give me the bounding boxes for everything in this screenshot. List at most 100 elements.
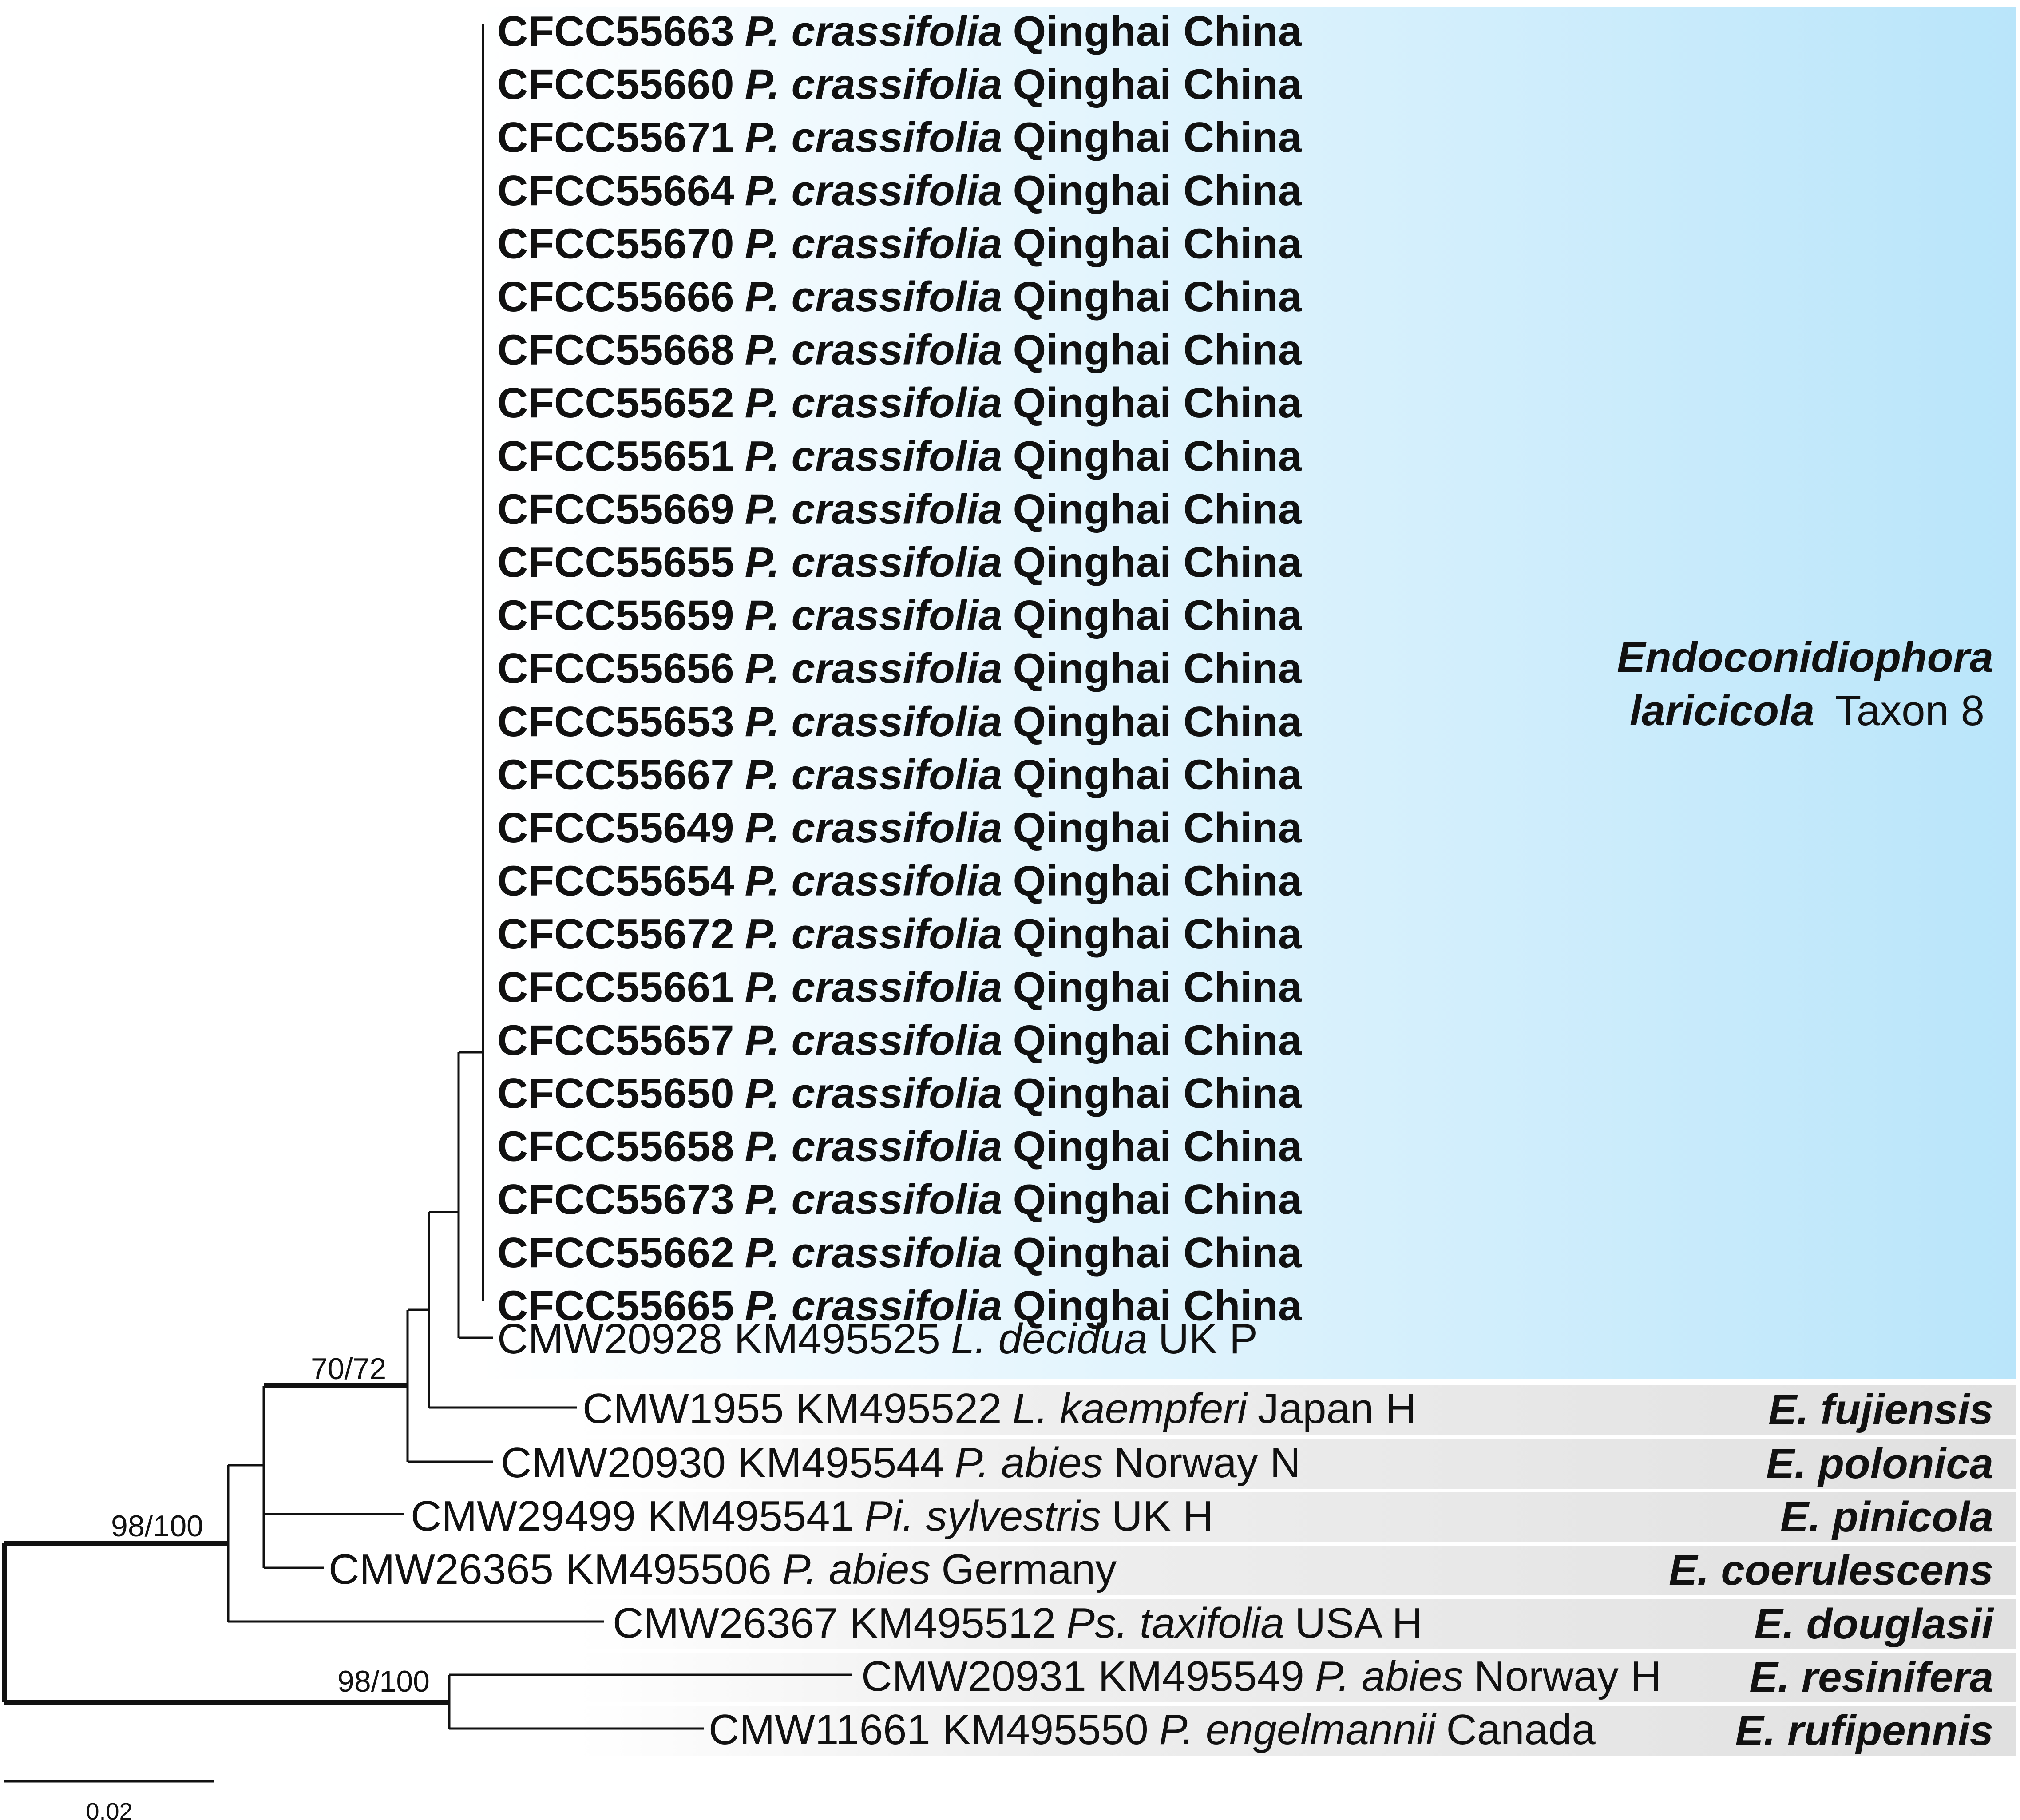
host-name: P. crassifolia (745, 61, 1002, 108)
host-name: P. crassifolia (745, 1123, 1002, 1170)
species-name: E. fujiensis (1768, 1386, 1993, 1433)
host-name: P. crassifolia (745, 804, 1002, 852)
location: Qinghai China (1013, 592, 1302, 639)
species-name: E. resinifera (1749, 1653, 1993, 1701)
clade-label-epithet: laricicola (1630, 687, 1814, 734)
location: Qinghai China (1013, 8, 1302, 55)
location: Qinghai China (1013, 751, 1302, 798)
location: Qinghai China (1013, 698, 1302, 745)
species-name: E. douglasii (1754, 1600, 1994, 1648)
species-band (577, 1385, 2016, 1435)
location: Qinghai China (1013, 804, 1302, 852)
support-value-node-98-100-upper: 98/100 (111, 1509, 203, 1543)
isolate-id: CFCC55670 (497, 220, 734, 267)
host-name: P. crassifolia (745, 379, 1002, 427)
location: Qinghai China (1013, 910, 1302, 958)
isolate-id: CFCC55671 (497, 114, 734, 161)
isolate-id: CFCC55663 (497, 8, 734, 55)
species-band (577, 1653, 2016, 1702)
isolate-accession: CMW1955 KM495522 (582, 1385, 1002, 1432)
location: Qinghai China (1013, 485, 1302, 533)
location: Qinghai China (1013, 539, 1302, 586)
location-status: UK P (1158, 1315, 1258, 1363)
isolate-accession: CMW26365 KM495506 (329, 1546, 772, 1593)
host-name: P. crassifolia (745, 1229, 1002, 1277)
host-name: P. abies (955, 1439, 1103, 1487)
isolate-id: CFCC55659 (497, 592, 734, 639)
isolate-accession: CMW26367 KM495512 (613, 1599, 1056, 1647)
location: Qinghai China (1013, 1176, 1302, 1223)
location: Qinghai China (1013, 1282, 1302, 1329)
isolate-id: CFCC55673 (497, 1176, 734, 1223)
host-name: P. crassifolia (745, 326, 1002, 374)
species-band (577, 1599, 2016, 1649)
isolate-id: CFCC55664 (497, 167, 734, 214)
clade-label-suffix: Taxon 8 (1835, 687, 1984, 734)
clade-highlight-taxon8 (479, 7, 2016, 1379)
location: Qinghai China (1013, 167, 1302, 214)
host-name: P. engelmannii (1159, 1706, 1437, 1753)
isolate-accession: CMW29499 KM495541 (411, 1492, 854, 1540)
host-name: P. crassifolia (745, 1282, 1002, 1329)
location-status: USA H (1295, 1599, 1423, 1647)
location-status: UK H (1112, 1492, 1213, 1540)
isolate-id: CFCC55650 (497, 1070, 734, 1117)
isolate-id: CFCC55653 (497, 698, 734, 745)
location: Qinghai China (1013, 273, 1302, 321)
host-name: P. crassifolia (745, 8, 1002, 55)
isolate-id: CFCC55657 (497, 1016, 734, 1064)
isolate-id: CFCC55655 (497, 539, 734, 586)
host-name: P. crassifolia (745, 539, 1002, 586)
location-status: Germany (941, 1546, 1117, 1593)
location: Qinghai China (1013, 645, 1302, 692)
species-band (577, 1706, 2016, 1756)
isolate-id: CFCC55665 (497, 1282, 734, 1329)
location: Qinghai China (1013, 1123, 1302, 1170)
isolate-id: CFCC55654 (497, 857, 734, 905)
isolate-accession: CMW20931 KM495549 (861, 1653, 1304, 1700)
isolate-id: CFCC55656 (497, 645, 734, 692)
isolate-id: CFCC55658 (497, 1123, 734, 1170)
host-name: P. crassifolia (745, 432, 1002, 480)
isolate-id: CFCC55662 (497, 1229, 734, 1277)
isolate-id: CFCC55649 (497, 804, 734, 852)
species-name: E. rufipennis (1735, 1707, 1993, 1754)
isolate-id: CFCC55669 (497, 485, 734, 533)
host-name: P. crassifolia (745, 592, 1002, 639)
species-name: E. pinicola (1780, 1493, 1993, 1541)
host-name: P. crassifolia (745, 485, 1002, 533)
host-name: P. crassifolia (745, 1016, 1002, 1064)
location: Qinghai China (1013, 432, 1302, 480)
host-name: P. crassifolia (745, 698, 1002, 745)
location-status: Norway N (1113, 1439, 1300, 1487)
location: Qinghai China (1013, 964, 1302, 1011)
species-band (577, 1492, 2016, 1542)
isolate-accession: CMW20930 KM495544 (501, 1439, 944, 1487)
host-name: P. crassifolia (745, 167, 1002, 214)
host-name: P. crassifolia (745, 114, 1002, 161)
